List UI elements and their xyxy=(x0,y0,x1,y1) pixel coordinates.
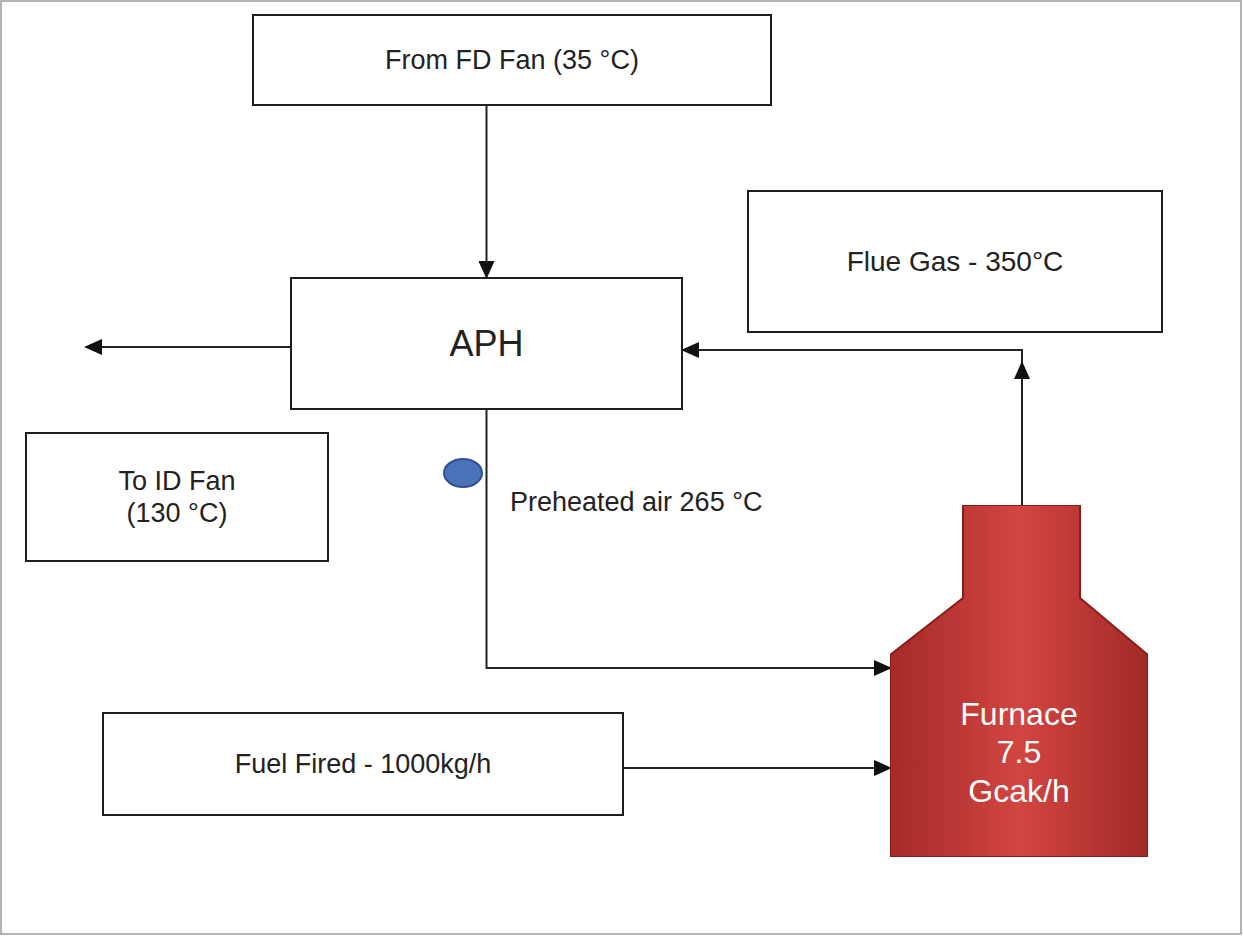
box-label: APH xyxy=(449,322,523,365)
exhaust-arrowhead xyxy=(84,339,102,355)
furnace-label: Furnace 7.5 Gcak/h xyxy=(944,695,1094,810)
fuel-box: Fuel Fired - 1000kg/h xyxy=(102,712,624,816)
flow-arrow xyxy=(487,410,891,668)
flow-arrow xyxy=(486,106,487,277)
outlet-box: To ID Fan (130 °C) xyxy=(25,432,329,562)
flow-arrow xyxy=(624,768,890,769)
exhaust-line xyxy=(100,346,290,348)
stream-box: Flue Gas - 350°C xyxy=(747,190,1163,333)
box-label: Flue Gas - 350°C xyxy=(847,245,1064,279)
heater-box: APH xyxy=(290,277,683,410)
box-label: Fuel Fired - 1000kg/h xyxy=(235,748,492,780)
box-label: To ID Fan (130 °C) xyxy=(102,465,252,530)
box-label: From FD Fan (35 °C) xyxy=(385,44,639,76)
flow-arrow xyxy=(683,350,1030,505)
furnace-shape: Furnace 7.5 Gcak/h xyxy=(890,505,1148,857)
source-box: From FD Fan (35 °C) xyxy=(252,14,772,106)
stream-label: Preheated air 265 °C xyxy=(508,487,764,518)
damper-symbol xyxy=(444,459,482,487)
